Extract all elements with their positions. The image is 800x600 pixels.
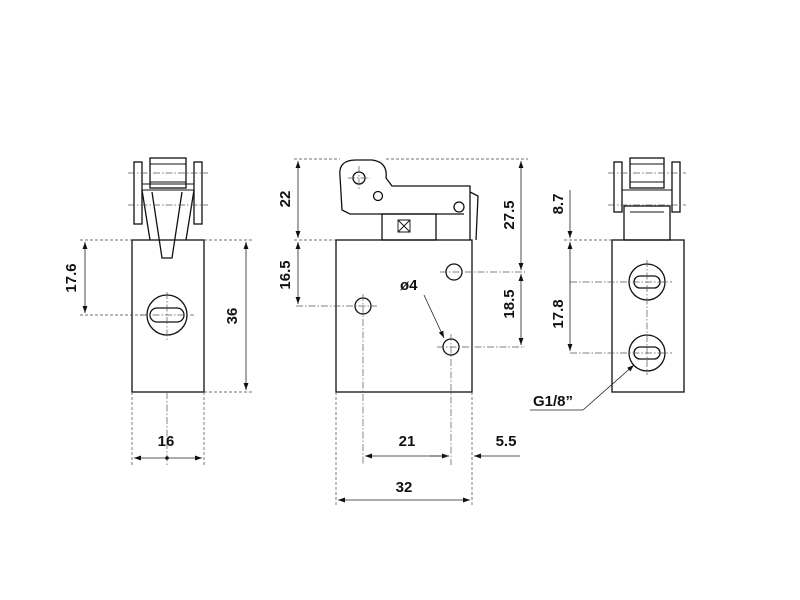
right-valve-body <box>611 239 685 393</box>
right-side-view: 8.7 17.8 G1/8” <box>530 157 686 411</box>
thread-spec-label: G1/8” <box>533 393 573 410</box>
left-port <box>140 292 194 340</box>
front-holes <box>296 263 525 465</box>
dim-32-label: 32 <box>396 479 413 496</box>
left-roller-assembly <box>128 157 208 259</box>
dim-17-8-label: 17.8 <box>550 299 567 328</box>
dim-16-label: 16 <box>158 433 175 450</box>
left-valve-body <box>131 239 205 393</box>
dim-21-label: 21 <box>399 433 416 450</box>
dim-27-5-label: 27.5 <box>501 200 518 229</box>
dim-16-5-label: 16.5 <box>277 260 294 289</box>
dim-hole-diameter-label: ø4 <box>400 277 418 294</box>
dim-22-label: 22 <box>277 191 294 208</box>
right-roller-assembly <box>608 157 686 241</box>
dim-5-5-label: 5.5 <box>496 433 517 450</box>
dim-8-7-label: 8.7 <box>550 194 567 215</box>
front-lever <box>339 159 479 241</box>
dim-18-5-label: 18.5 <box>501 289 518 318</box>
right-ports <box>570 260 672 375</box>
front-valve-body <box>335 239 473 393</box>
dim-17-6-label: 17.6 <box>63 263 80 292</box>
front-view: ø4 22 16.5 27.5 18.5 21 5.5 32 <box>277 158 528 506</box>
left-side-view: 17.6 36 16 <box>63 157 252 465</box>
dim-36-label: 36 <box>224 308 241 325</box>
